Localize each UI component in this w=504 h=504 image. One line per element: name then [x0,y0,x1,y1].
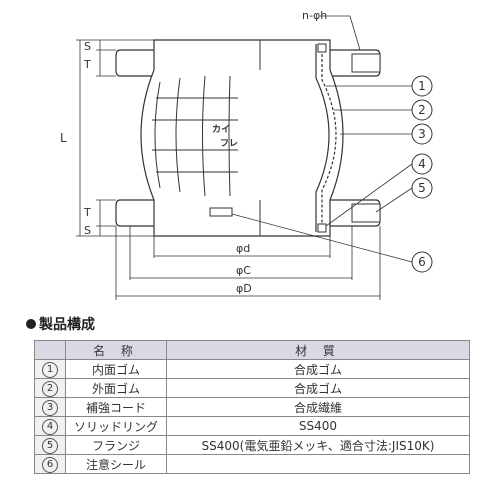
row-name: 内面ゴム [65,359,167,379]
row-number: 2 [34,378,66,398]
header-no [34,340,66,360]
row-number: 4 [34,416,66,436]
body-label-line2: フレ [220,138,238,149]
component-table: 名 称 材 質 1 内面ゴム 合成ゴム 2 外面ゴム 合成ゴム 3 補強コード … [34,340,470,474]
header-name: 名 称 [65,340,167,360]
caution-seal [209,207,233,217]
bullet-icon [26,319,36,329]
row-name: 補強コード [65,397,167,417]
callout-1: 1 [418,79,426,93]
section-title-text: 製品構成 [39,317,95,333]
callout-4: 4 [418,157,426,171]
table-row: 5 フランジ SS400(電気亜鉛メッキ、適合寸法:JIS10K) [34,435,470,455]
dim-dia-d: φd [236,242,250,255]
table-header-row: 名 称 材 質 [34,340,470,360]
header-material: 材 質 [166,340,470,360]
dim-t-top: T [83,58,91,71]
solid-ring-bottom [317,223,327,233]
callout-3: 3 [418,127,426,141]
row-material: SS400(電気亜鉛メッキ、適合寸法:JIS10K) [166,435,470,455]
row-material: 合成繊維 [166,397,470,417]
row-material: 合成ゴム [166,359,470,379]
dim-length: L [60,131,67,145]
row-number: 1 [34,359,66,379]
row-number: 5 [34,435,66,455]
rubber-body [140,39,344,237]
body-label-line1: カイ [212,124,230,135]
row-number-circle: 6 [42,456,58,473]
table-row: 2 外面ゴム 合成ゴム [34,378,470,398]
dim-dia-D: φD [236,282,252,295]
row-number-circle: 3 [42,399,58,416]
row-number-circle: 5 [42,437,58,454]
table-row: 4 ソリッドリング SS400 [34,416,470,436]
row-name: 外面ゴム [65,378,167,398]
dim-t-bottom: T [83,206,91,219]
row-number: 3 [34,397,66,417]
technical-drawing: カイ フレ [60,9,433,300]
bolt-bottom [351,203,381,223]
table-row: 1 内面ゴム 合成ゴム [34,359,470,379]
row-number: 6 [34,454,66,474]
row-name: ソリッドリング [65,416,167,436]
row-material: SS400 [166,416,470,436]
table-row: 3 補強コード 合成繊維 [34,397,470,417]
row-name: フランジ [65,435,167,455]
solid-ring-top [317,43,327,53]
dim-s-top: S [84,40,91,53]
dim-bolt-hole: n-φh [302,9,327,22]
section-profile [315,44,330,232]
callout-5: 5 [418,181,426,195]
callout-2: 2 [418,103,426,117]
row-number-circle: 4 [42,418,58,435]
dim-dia-c: φC [236,264,251,277]
bolt-top [351,53,381,73]
row-number-circle: 1 [42,361,58,378]
table-row: 6 注意シール [34,454,470,474]
row-name: 注意シール [65,454,167,474]
row-material: 合成ゴム [166,378,470,398]
row-material [166,454,470,474]
section-title: 製品構成 [26,314,95,334]
dim-s-bottom: S [84,224,91,237]
row-number-circle: 2 [42,380,58,397]
callout-6: 6 [418,255,426,269]
